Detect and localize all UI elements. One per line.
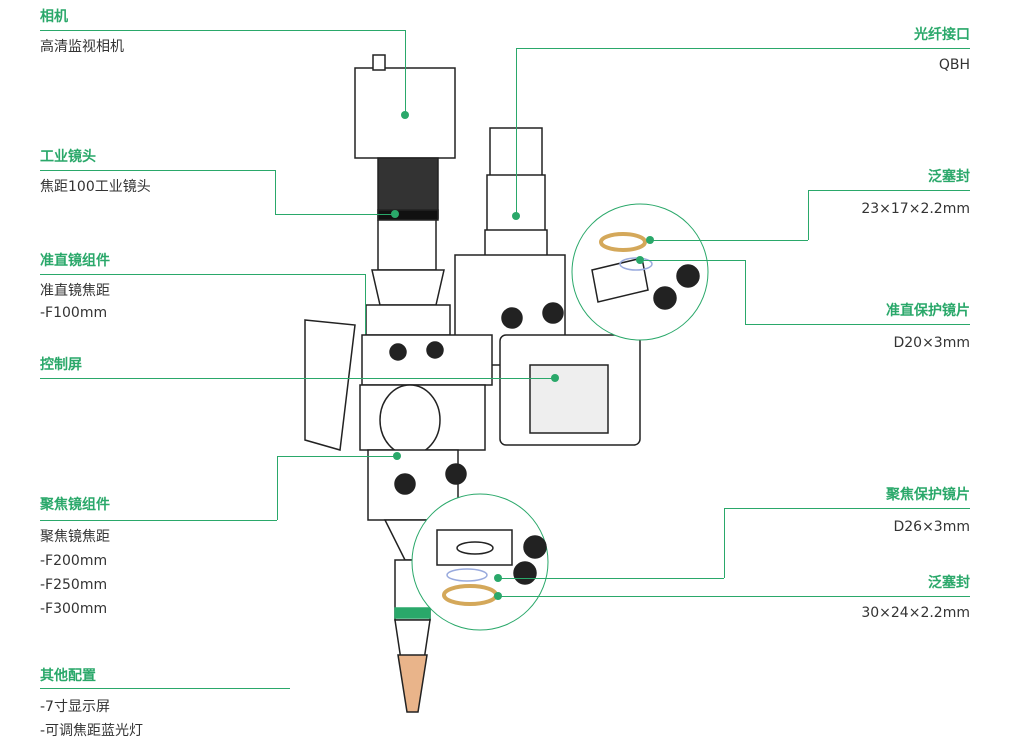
leader-seal1-h	[808, 190, 970, 191]
leader-screen-h	[40, 378, 510, 379]
dot-screen	[551, 374, 559, 382]
label-focus-desc1: 聚焦镜焦距	[40, 529, 110, 545]
label-focus-desc4: -F300mm	[40, 601, 108, 617]
label-other-desc2: -可调焦距蓝光灯	[40, 723, 144, 739]
leader-focus-h	[40, 520, 277, 521]
leader-collimator-h	[40, 274, 365, 275]
dot-qbh	[512, 212, 520, 220]
leader-qbh-v	[516, 48, 517, 216]
leader-seal1-h2	[650, 240, 808, 241]
label-seal1-desc: 23×17×2.2mm	[861, 201, 970, 217]
leader-seal1-v	[808, 190, 809, 240]
leader-seal2-h	[498, 596, 970, 597]
dot-lens	[391, 210, 399, 218]
label-other-desc1: -7寸显示屏	[40, 699, 110, 715]
label-seal2-title: 泛塞封	[928, 575, 970, 591]
leader-colprot-v	[745, 260, 746, 324]
leader-colprot-h2	[640, 260, 745, 261]
label-qbh-title: 光纤接口	[914, 27, 970, 43]
label-focus-desc3: -F250mm	[40, 577, 108, 593]
leader-collimator-v	[365, 274, 366, 334]
dot-colprot	[636, 256, 644, 264]
label-camera-title: 相机	[40, 9, 68, 25]
label-collimator-title: 准直镜组件	[40, 253, 110, 269]
label-qbh-desc: QBH	[938, 57, 970, 73]
label-lens-desc: 焦距100工业镜头	[40, 179, 151, 195]
dot-seal2	[494, 592, 502, 600]
label-seal1-title: 泛塞封	[928, 169, 970, 185]
label-lens-title: 工业镜头	[40, 149, 96, 165]
leader-focprot-h2	[498, 578, 724, 579]
leader-screen-h2	[510, 378, 555, 379]
dot-focprot	[494, 574, 502, 582]
label-collimator-desc2: -F100mm	[40, 305, 108, 321]
label-camera-desc: 高清监视相机	[40, 39, 124, 55]
label-collimator-desc1: 准直镜焦距	[40, 283, 110, 299]
label-colprot-desc: D20×3mm	[893, 335, 970, 351]
label-focus-desc2: -F200mm	[40, 553, 108, 569]
leader-qbh-h	[516, 48, 970, 49]
leader-lens-h2	[275, 214, 395, 215]
label-other-title: 其他配置	[40, 668, 96, 684]
leader-focprot-v	[724, 508, 725, 578]
label-focprot-title: 聚焦保护镜片	[886, 487, 970, 503]
label-focus-title: 聚焦镜组件	[40, 497, 110, 513]
label-seal2-desc: 30×24×2.2mm	[861, 605, 970, 621]
leader-focprot-h	[724, 508, 970, 509]
label-colprot-title: 准直保护镜片	[886, 303, 970, 319]
dot-seal1	[646, 236, 654, 244]
label-screen-title: 控制屏	[40, 357, 82, 373]
leader-camera-h	[40, 30, 406, 31]
leader-other-h	[40, 688, 290, 689]
leader-colprot-h	[745, 324, 970, 325]
leader-lens-h	[40, 170, 275, 171]
dot-focus	[393, 452, 401, 460]
industrial-lens	[377, 157, 439, 219]
leader-focus-h2	[277, 456, 397, 457]
label-focprot-desc: D26×3mm	[893, 519, 970, 535]
leader-camera-v	[405, 30, 406, 115]
dot-camera	[401, 111, 409, 119]
leader-focus-v	[277, 456, 278, 520]
leader-lens-v	[275, 170, 276, 214]
